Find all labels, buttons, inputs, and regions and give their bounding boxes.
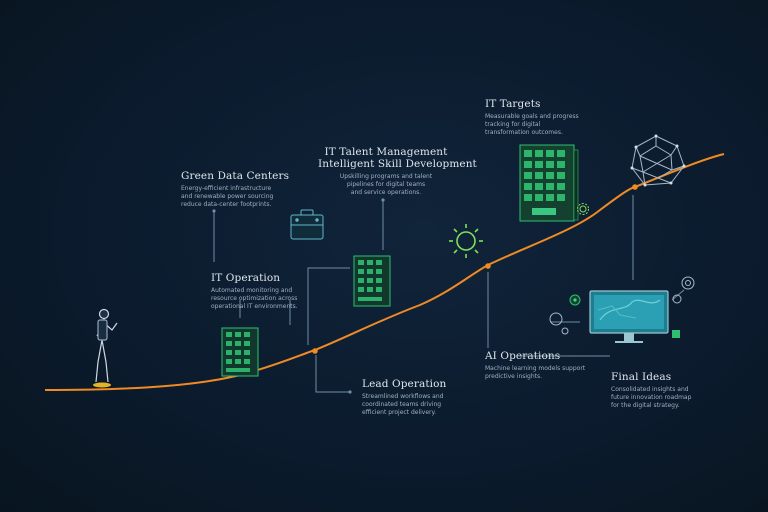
building-icon [221,327,259,377]
label-final-ideas: Final Ideas Consolidated insights and fu… [611,371,691,411]
label-description: Consolidated insights and future innovat… [611,386,692,410]
label-description: Energy-efficient infrastructure and rene… [181,185,274,209]
label-title: AI Operations [485,350,561,362]
label-description: Upskilling programs and talent pipelines… [339,173,433,197]
sun-icon [449,224,483,258]
target-icon [549,312,569,335]
curve-node-lead-operation [312,348,318,354]
label-title: Green Data Centers [181,170,290,182]
globe-network-icon [630,134,686,187]
label-title: IT Targets [485,98,541,110]
label-title: IT Talent Management [324,146,448,158]
building-icon [353,255,391,307]
label-ai-operations: AI Operations Machine learning models su… [485,350,585,381]
curve-node-targets [632,184,638,190]
target-icon [681,276,695,290]
building-icon [519,144,579,222]
briefcase-icon [290,209,324,240]
chip-icon [672,330,680,338]
label-description: Automated monitoring and resource optimi… [211,287,298,311]
gear-icon [577,203,589,215]
monitor-icon [589,290,669,343]
label-it-operation: IT Operation Automated monitoring and re… [211,272,298,312]
label-title: Final Ideas [611,371,672,383]
person-icon [95,308,118,383]
label-description: Streamlined workflows and coordinated te… [362,393,444,417]
target-icon [672,294,682,304]
growth-curve [44,153,725,391]
label-title: IT Operation [211,272,281,284]
label-description: Machine learning models support predicti… [485,365,586,381]
label-description: Measurable goals and progress tracking f… [485,113,579,137]
label-title: Lead Operation [362,378,447,390]
label-subtitle: Intelligent Skill Development [318,158,477,170]
curve-node-ai-operations [485,263,491,269]
label-green-data-centers: Green Data Centers Energy-efficient infr… [181,170,289,210]
connector-lines [213,195,685,393]
label-it-targets: IT Targets Measurable goals and progress… [485,98,579,138]
label-it-talent-management: IT Talent Management Intelligent Skill D… [318,146,477,198]
label-lead-operation: Lead Operation Streamlined workflows and… [362,378,446,418]
gear-icon [569,294,581,306]
